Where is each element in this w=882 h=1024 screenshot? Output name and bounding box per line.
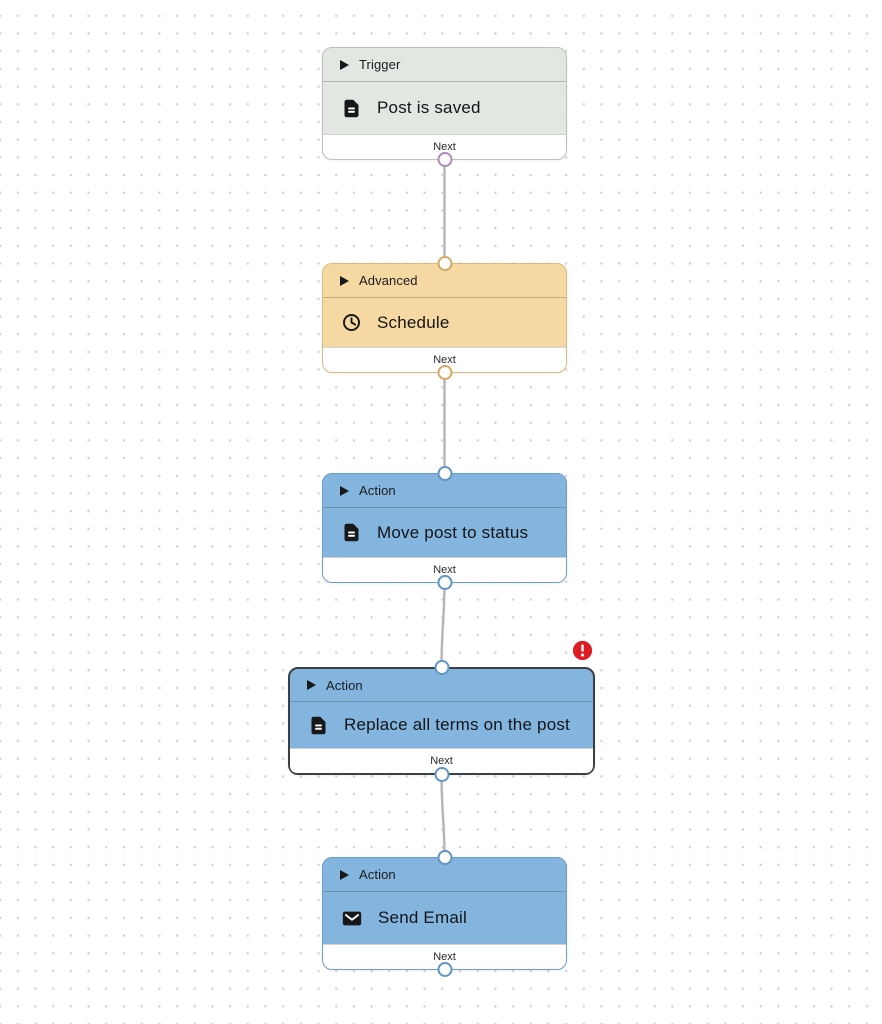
node-title: Post is saved [377,98,481,117]
collapse-triangle-icon[interactable] [340,59,349,70]
output-port[interactable] [437,152,452,167]
next-label: Next [433,141,456,153]
collapse-triangle-icon[interactable] [340,485,349,496]
document-icon [341,98,362,119]
node-body[interactable]: Post is saved [323,82,566,134]
output-port[interactable] [434,767,449,782]
input-port[interactable] [437,466,452,481]
mail-icon [341,908,363,929]
input-port[interactable] [437,256,452,271]
collapse-triangle-icon[interactable] [340,869,349,880]
node-category-label: Action [359,867,396,882]
output-port[interactable] [437,962,452,977]
workflow-node-schedule[interactable]: Advanced Schedule Next [322,256,567,380]
node-header[interactable]: Advanced [323,264,566,298]
node-header[interactable]: Action [323,858,566,892]
node-title: Replace all terms on the post [344,715,570,734]
node-body[interactable]: Replace all terms on the post [290,702,593,748]
workflow-node-move-post-to-status[interactable]: Action Move post to status Next [322,466,567,590]
output-port[interactable] [437,365,452,380]
node-header[interactable]: Trigger [323,48,566,82]
workflow-node-replace-all-terms[interactable]: Action Replace all terms on the post Nex… [288,640,595,782]
node-body[interactable]: Send Email [323,892,566,944]
node-title: Schedule [377,312,450,332]
clock-icon [341,312,362,333]
collapse-triangle-icon[interactable] [340,275,349,286]
workflow-node-send-email[interactable]: Action Send Email Next [322,850,567,977]
node-category-label: Advanced [359,273,418,288]
next-label: Next [430,755,453,767]
collapse-triangle-icon[interactable] [307,680,316,690]
node-footer: Next [323,347,566,372]
node-body[interactable]: Move post to status [323,508,566,557]
output-port[interactable] [437,575,452,590]
node-title: Move post to status [377,522,529,542]
edge-node3-node4 [440,580,446,670]
node-body[interactable]: Schedule [323,298,566,347]
node-header[interactable]: Action [290,669,593,702]
input-port[interactable] [437,850,452,865]
input-port[interactable] [434,660,449,675]
node-category-label: Action [326,677,363,693]
next-label: Next [433,354,456,366]
node-category-label: Trigger [359,57,401,72]
document-icon [308,715,329,736]
next-label: Next [433,564,456,576]
document-icon [341,522,362,543]
node-category-label: Action [359,483,396,498]
workflow-node-post-is-saved[interactable]: Trigger Post is saved Next [322,47,567,167]
next-label: Next [433,951,456,963]
edge-node4-node5 [440,772,446,860]
node-header[interactable]: Action [323,474,566,508]
node-title: Send Email [378,908,467,927]
error-badge-icon[interactable] [572,640,593,661]
